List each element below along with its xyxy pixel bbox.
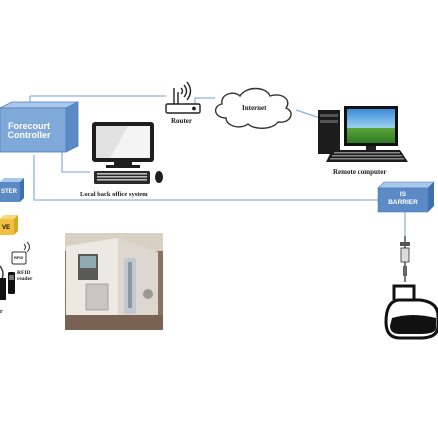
left-small-label: r — [0, 309, 3, 315]
left-box-label: STER — [0, 189, 17, 195]
storage-tank-icon — [384, 284, 438, 340]
forecourt-controller-box — [0, 101, 79, 153]
left-yellow-label: VE — [1, 225, 10, 231]
internet-cloud-icon — [215, 87, 292, 129]
probe-icon — [400, 236, 410, 282]
forecourt-controller-label: Forecourt Controller — [7, 121, 51, 140]
router-label: Router — [171, 117, 192, 125]
left-yellow-box — [0, 215, 18, 235]
dispenser-photo — [65, 233, 163, 330]
remote-computer-icon — [318, 106, 408, 162]
is-barrier-box — [377, 181, 435, 213]
left-blue-box — [0, 178, 24, 202]
person-hand-icon — [0, 278, 6, 300]
back-office-label: Local back office system — [80, 191, 148, 198]
rfid-tag-label: RFID — [14, 255, 24, 260]
remote-computer-label: Remote computer — [333, 168, 387, 176]
back-office-computer-icon — [92, 122, 163, 184]
rfid-reader-label: RFID reader — [17, 270, 33, 282]
router-icon — [165, 81, 201, 114]
rfid-tag-icon — [11, 241, 30, 265]
internet-label: Internet — [242, 104, 267, 112]
is-barrier-label: IS BARRIER — [388, 191, 418, 206]
